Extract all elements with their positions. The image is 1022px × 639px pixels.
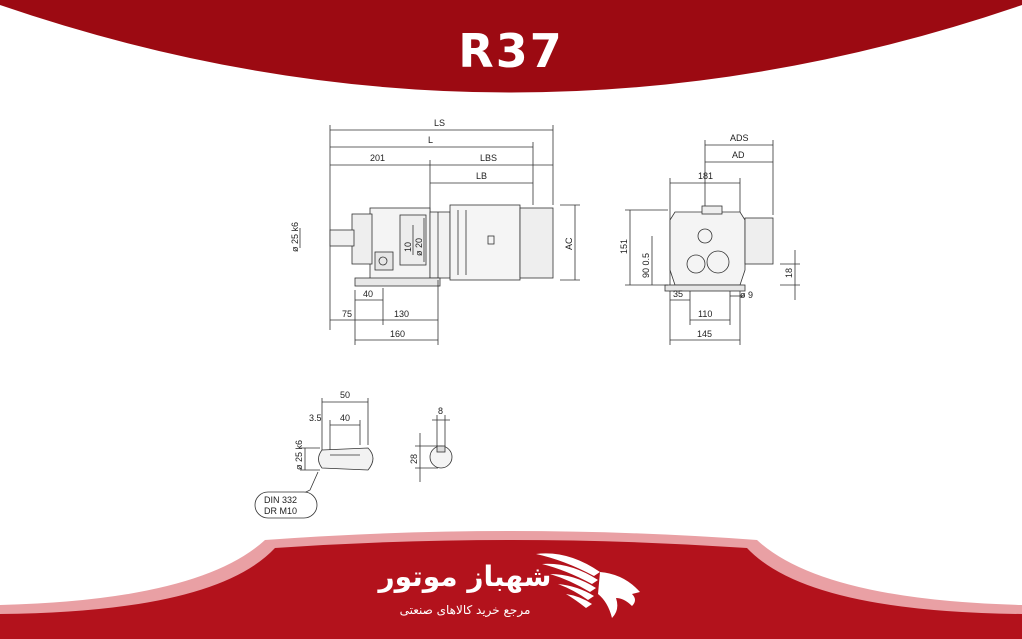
dim-lb: LB	[476, 171, 487, 181]
dim-ac: AC	[564, 237, 574, 250]
dim-151: 151	[619, 239, 629, 254]
top-banner	[0, 0, 1022, 93]
brand-tagline: مرجع خرید کالاهای صنعتی	[399, 603, 531, 617]
dim-3-5: 3.5	[309, 413, 322, 423]
dim-181: 181	[698, 171, 713, 181]
eagle-logo-icon	[536, 553, 640, 618]
dim-130: 130	[394, 309, 409, 319]
din-label: DIN 332	[264, 495, 297, 505]
dim-50: 50	[340, 390, 350, 400]
dim-40-detail: 40	[340, 413, 350, 423]
dim-phi9: ø 9	[740, 290, 753, 300]
dim-75: 75	[342, 309, 352, 319]
dim-lbs: LBS	[480, 153, 497, 163]
brand-name: شهباز موتور	[378, 560, 552, 593]
dim-8: 8	[438, 406, 443, 416]
dim-35: 35	[673, 289, 683, 299]
dim-shaft-dia: ø 25 k6	[290, 222, 300, 252]
dim-ads: ADS	[730, 133, 749, 143]
dim-18: 18	[784, 268, 794, 278]
dim-phi20: ø 20	[414, 238, 424, 256]
model-title: R37	[458, 24, 564, 78]
dim-40: 40	[363, 289, 373, 299]
dim-201: 201	[370, 153, 385, 163]
dim-28: 28	[409, 454, 419, 464]
dim-145: 145	[697, 329, 712, 339]
dr-label: DR M10	[264, 506, 297, 516]
footer-band	[0, 531, 1022, 639]
dim-l: L	[428, 135, 433, 145]
dim-160: 160	[390, 329, 405, 339]
dim-ls: LS	[434, 118, 445, 128]
dim-ad: AD	[732, 150, 745, 160]
dim-90: 90 0.5	[641, 253, 651, 278]
dim-10: 10	[403, 242, 413, 252]
dim-110: 110	[698, 309, 712, 319]
dim-shaft-dia-detail: ø 25 k6	[294, 440, 304, 470]
